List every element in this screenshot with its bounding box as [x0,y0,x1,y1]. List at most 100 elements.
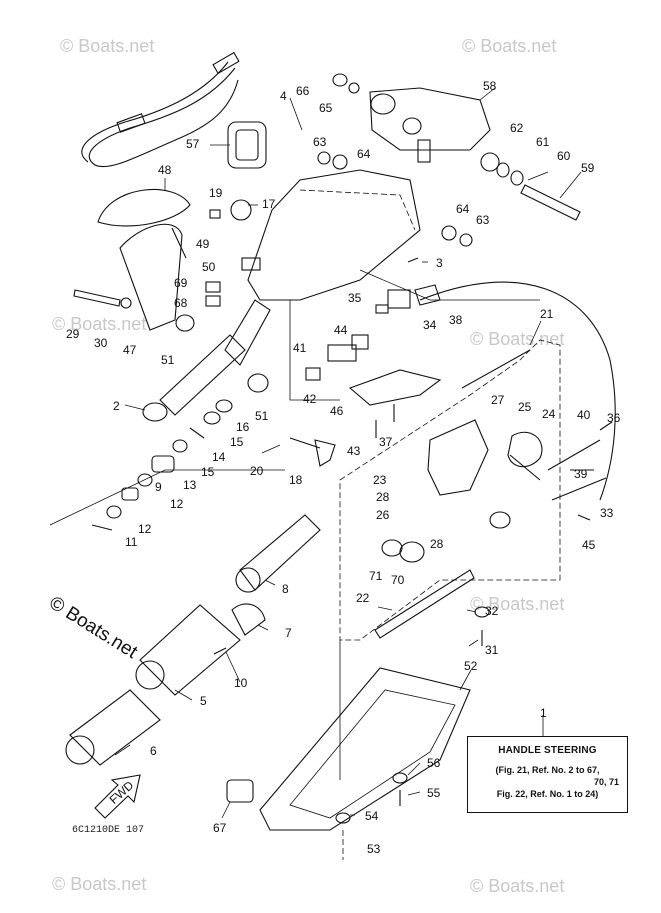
grip-small-parts [73,199,261,309]
bolt-59 [520,184,581,221]
callout-15-lower: 15 [201,465,215,479]
callout-51-left: 51 [161,353,175,367]
callout-4: 4 [280,89,287,103]
screw-49 [171,227,187,259]
callout-18: 18 [289,473,303,487]
callout-19: 19 [209,186,223,200]
callout-1: 1 [540,706,547,720]
part-9 [121,487,139,501]
callout-65: 65 [319,101,333,115]
legend-line-3: Fig. 22, Ref. No. 1 to 24) [496,789,599,799]
rubber-boot-inner [235,129,259,161]
throttle-body-23 [427,419,489,496]
bracket-34 [387,289,411,309]
assembly-outlines [49,269,561,780]
callout-15-upper: 15 [230,435,244,449]
throttle-shaft-parts [91,399,336,531]
callout-26: 26 [376,508,390,522]
callout-50: 50 [202,260,216,274]
callout-35: 35 [348,291,362,305]
callout-36: 36 [607,411,621,425]
cable-upper [88,67,239,168]
grip-cap [97,188,269,393]
washer-12-upper [137,473,153,487]
plate-69 [205,281,221,293]
washer-61 [496,162,510,178]
watermark-lower-right: © Boats.net [470,594,564,614]
washer-54 [335,812,351,824]
callout-49: 49 [196,237,210,251]
grip-7 [231,603,266,636]
nut-66 [332,73,348,87]
lower-cover-inner [289,689,456,819]
callout-64-right: 64 [456,202,470,216]
legend-line-1: (Fig. 21, Ref. No. 2 to 67, [495,765,600,775]
callout-24: 24 [542,407,556,421]
cable-40 [547,439,601,471]
callout-9: 9 [155,480,162,494]
callout-20: 20 [250,464,264,478]
clip-38 [414,284,441,306]
callout-66: 66 [296,84,310,98]
callout-51-right: 51 [255,409,269,423]
callout-70: 70 [391,573,405,587]
callout-63-top: 63 [313,135,327,149]
bushing-62 [480,152,500,172]
diagram-code: 6C1210DE 107 [72,825,144,836]
callout-44: 44 [334,323,348,337]
washer-65 [348,82,360,94]
legend-title: HANDLE STEERING [498,745,597,756]
grip-8 [239,514,321,591]
callout-67: 67 [213,821,227,835]
bracket-pin [417,139,431,163]
callout-6: 6 [150,744,157,758]
callout-71: 71 [369,569,383,583]
callout-52: 52 [464,659,478,673]
bushing-51 [175,314,195,332]
fwd-arrow: FWD [94,774,141,819]
watermark-top-left: © Boats.net [60,36,154,56]
callout-38: 38 [449,313,463,327]
callout-57: 57 [186,137,200,151]
part-42 [305,367,321,381]
callout-29: 29 [66,327,80,341]
part-44 [351,334,369,350]
pin-45 [577,514,591,521]
leader-lines [114,87,582,819]
outline-bracket-group [289,300,340,401]
callout-14: 14 [212,450,226,464]
collar-13 [151,455,175,473]
callout-48: 48 [158,163,172,177]
callout-28-right: 28 [430,537,444,551]
callout-12-upper: 12 [170,497,184,511]
link-rod [509,454,541,481]
grip-8-end [235,567,261,593]
handle-arm-neck [224,299,271,366]
bracket-body [369,87,491,151]
handle-housing [142,169,421,422]
callout-40: 40 [577,408,591,422]
rubber-boot [227,121,267,169]
throttle-grip-5 [139,604,241,696]
callout-55: 55 [427,786,441,800]
cable-21 [461,349,531,389]
callout-13: 13 [183,478,197,492]
callout-21: 21 [540,307,554,321]
callout-39: 39 [574,467,588,481]
bracket-hole [402,117,422,135]
outline-link-group [359,269,540,301]
plate-46 [348,369,442,406]
washer-56 [392,772,408,784]
nut-19 [209,209,221,219]
part-15-upper [203,411,221,425]
callout-25: 25 [518,400,532,414]
callout-59: 59 [581,161,595,175]
part-70 [399,541,425,563]
lower-cover [226,667,471,860]
callout-34: 34 [423,318,437,332]
handle-arm-body [247,169,421,301]
callout-61: 61 [536,135,550,149]
callout-60: 60 [557,149,571,163]
callout-32: 32 [485,604,499,618]
